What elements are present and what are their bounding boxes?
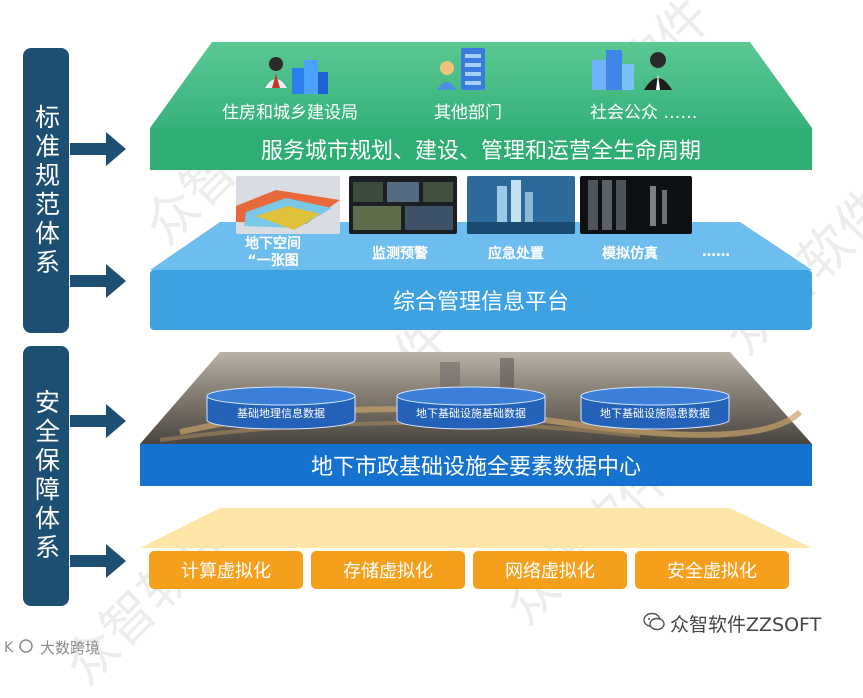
user-housing-bureau: 住房和城乡建设局 [222,103,358,123]
underground-infra-hazard-data-label: 地下基础设施隐患数据 [600,407,710,420]
app-layer-panel [150,222,812,270]
housing-bureau-icon [265,57,328,94]
standards-system-label: 标准规范体系 [31,103,61,278]
app-more: …… [702,244,730,260]
other-departments-icon [437,48,485,90]
arrow-right-icon [70,544,126,578]
wechat-icon [643,612,665,631]
svg-text:K: K [4,640,14,656]
app-simulation: 模拟仿真 [602,246,658,262]
data-center-banner: 地下市政基础设施全要素数据中心 [140,444,812,486]
platform-banner-text: 综合管理信息平台 [392,290,569,315]
standards-system-pillar: 标准规范体系 [23,48,69,333]
app-emergency-response: 应急处置 [488,246,544,262]
corner-watermark: 大数跨境 [40,639,101,657]
underground-infra-base-data-label: 地下基础设施基础数据 [416,407,526,420]
monitoring-warning-thumbnail [349,176,457,234]
app-monitoring-warning: 监测预警 [372,246,428,262]
arrow-right-icon [70,264,126,298]
arrow-right-icon [70,132,126,166]
corner-logo-icon: K [4,639,33,656]
security-virtualization: 安全虚拟化 [635,551,789,589]
security-system-pillar: 安全保障体系 [23,346,69,606]
user-public: 社会公众 …… [590,103,698,123]
service-banner-text: 服务城市规划、建设、管理和运营全生命周期 [260,139,701,164]
infra-layer-panel [140,508,812,548]
arrow-right-icon [70,404,126,438]
wechat-watermark: 众智软件ZZSOFT [670,614,822,636]
basic-geo-data-label: 基础地理信息数据 [237,407,325,420]
user-other-departments: 其他部门 [434,103,502,123]
underground-space-map-thumbnail [236,176,340,234]
basic-geo-data-db: 基础地理信息数据 [206,386,356,430]
app-underground-space-map: 地下空间 “一张图 [245,236,301,269]
compute-virtualization: 计算虚拟化 [149,551,303,589]
underground-infra-base-data-db: 地下基础设施基础数据 [396,386,546,430]
data-center-banner-text: 地下市政基础设施全要素数据中心 [310,455,641,480]
emergency-response-thumbnail [467,176,575,234]
simulation-thumbnail [580,176,692,234]
security-system-label: 安全保障体系 [31,389,61,563]
storage-virtualization: 存储虚拟化 [311,551,465,589]
platform-banner: 综合管理信息平台 [150,270,812,330]
public-icon [592,50,672,90]
service-banner: 服务城市规划、建设、管理和运营全生命周期 [150,128,812,170]
network-virtualization: 网络虚拟化 [473,551,627,589]
underground-infra-hazard-data-db: 地下基础设施隐患数据 [580,386,730,430]
